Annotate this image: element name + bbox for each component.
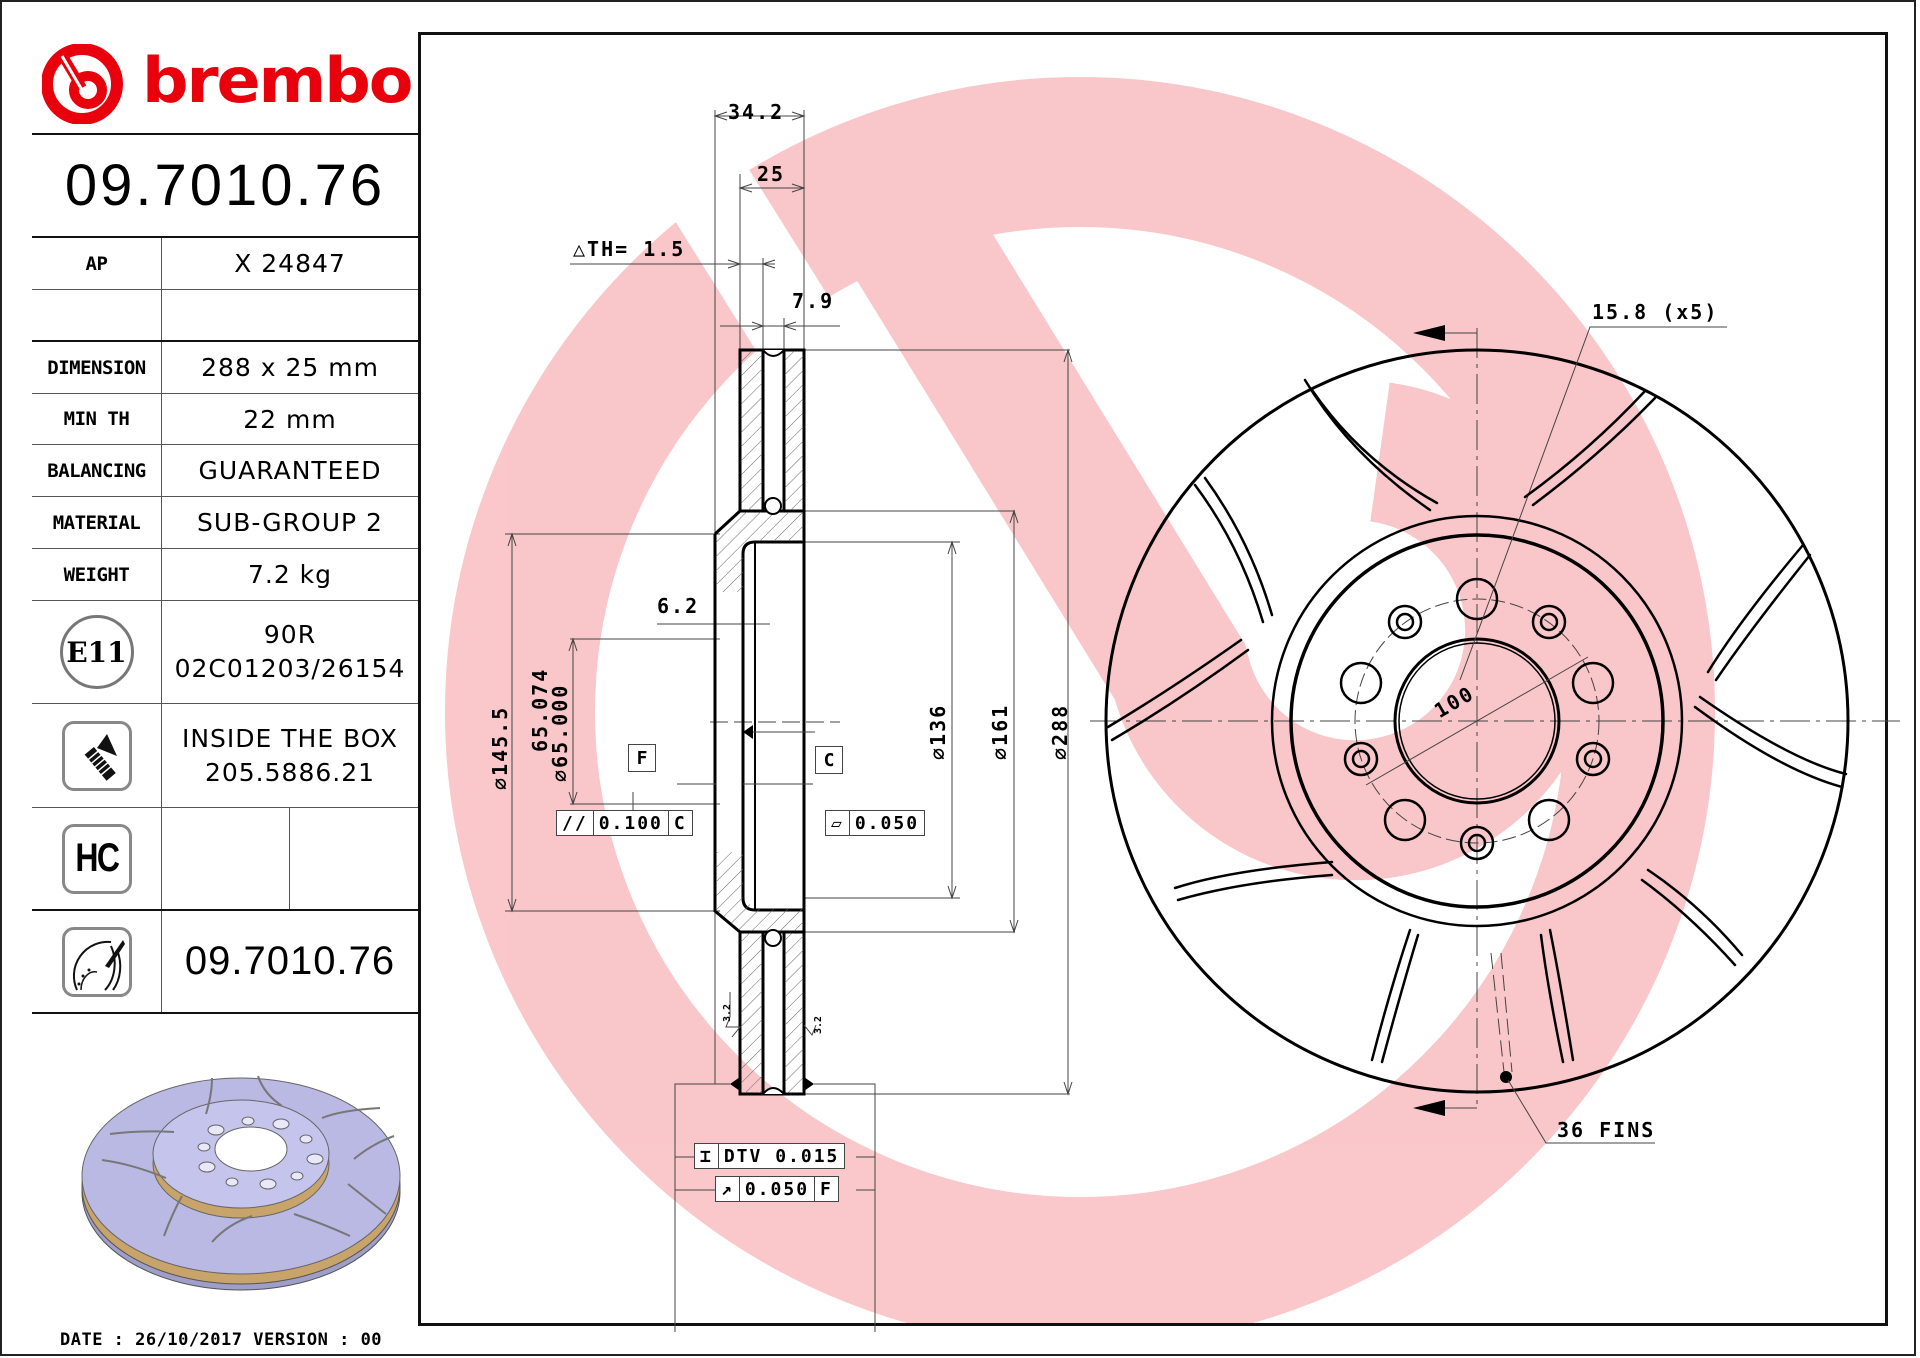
hc-value-b bbox=[290, 808, 418, 909]
disc-marking-row: 09.7010.76 bbox=[32, 911, 418, 1014]
part-number-row: 09.7010.76 bbox=[32, 135, 418, 238]
parallelism-callout: // 0.100 C bbox=[556, 810, 693, 836]
dtv-icon: ⌶ bbox=[695, 1144, 719, 1168]
dim-thickness: 25 bbox=[757, 162, 786, 186]
dim-dia-65-lower: ⌀65.000 bbox=[548, 683, 572, 782]
spec-label: MIN TH bbox=[32, 394, 162, 444]
dim-dia-145: ⌀145.5 bbox=[488, 705, 512, 790]
section-view-drawing bbox=[505, 110, 1073, 1332]
spec-label: DIMENSION bbox=[32, 342, 162, 393]
spec-value: 288 x 25 mm bbox=[201, 353, 379, 382]
disc-marking-number: 09.7010.76 bbox=[184, 939, 396, 983]
spec-row-dimension: DIMENSION 288 x 25 mm bbox=[32, 342, 418, 394]
logo-row: brembo ® bbox=[32, 32, 418, 135]
screws-note: INSIDE THE BOX bbox=[181, 723, 399, 753]
brand-wordmark: brembo bbox=[142, 44, 414, 117]
parallelism-icon: // bbox=[557, 811, 594, 835]
parallelism-value: 0.100 bbox=[594, 811, 669, 835]
spec-label: BALANCING bbox=[32, 445, 162, 496]
roughness-left: 3.2 bbox=[722, 1003, 733, 1022]
screw-icon bbox=[61, 720, 132, 791]
spec-value: SUB-GROUP 2 bbox=[197, 508, 383, 537]
screws-part-number: 205.5886.21 bbox=[204, 757, 376, 787]
spec-label: AP bbox=[32, 238, 162, 289]
screws-row: INSIDE THE BOX 205.5886.21 bbox=[32, 704, 418, 808]
runout-datum: F bbox=[820, 1178, 833, 1200]
spec-label bbox=[32, 290, 162, 340]
e11-circle-icon: E11 bbox=[59, 615, 134, 689]
part-number: 09.7010.76 bbox=[64, 153, 386, 218]
spec-value: 7.2 kg bbox=[247, 560, 333, 589]
homologation-code: 90R bbox=[263, 620, 317, 649]
spec-row-balancing: BALANCING GUARANTEED bbox=[32, 445, 418, 497]
flatness-callout: ▱ 0.050 bbox=[825, 810, 926, 836]
datum-f: F bbox=[628, 744, 656, 772]
spec-row-blank bbox=[32, 290, 418, 342]
homologation-number: 02C01203/26154 bbox=[174, 654, 406, 683]
spec-value: X 24847 bbox=[234, 249, 346, 278]
dim-dia-288: ⌀288 bbox=[1048, 703, 1072, 760]
dim-hat-thickness: 6.2 bbox=[657, 594, 700, 618]
spec-value: 22 mm bbox=[243, 404, 337, 434]
runout-icon: ↗ bbox=[716, 1177, 740, 1201]
spec-row-ap: AP X 24847 bbox=[32, 238, 418, 290]
spec-row-material: MATERIAL SUB-GROUP 2 bbox=[32, 497, 418, 549]
runout-callout: ↗ 0.050 F bbox=[715, 1176, 839, 1202]
disc-3d-render bbox=[81, 1075, 401, 1291]
homologation-row: E11 90R 02C01203/26154 bbox=[32, 601, 418, 704]
registered-mark: ® bbox=[394, 90, 407, 105]
fins-count-label: 36 FINS bbox=[1557, 1118, 1656, 1142]
spec-value bbox=[162, 290, 418, 340]
disc-marking-icon bbox=[61, 926, 132, 997]
roughness-right: 3.2 bbox=[813, 1015, 824, 1034]
flatness-value: 0.050 bbox=[854, 812, 920, 834]
dtv-value: DTV 0.015 bbox=[723, 1145, 840, 1167]
hc-row: HC bbox=[32, 808, 418, 911]
datum-c: C bbox=[815, 746, 843, 774]
hole-dimension-label: 15.8 (x5) bbox=[1592, 300, 1719, 324]
hc-icon: HC bbox=[61, 823, 132, 894]
dim-vane-width: 7.9 bbox=[792, 289, 835, 313]
dim-dia-161: ⌀161 bbox=[988, 703, 1012, 760]
dim-delta-th: △TH= 1.5 bbox=[573, 237, 686, 261]
brembo-logo-icon bbox=[42, 44, 123, 124]
runout-value: 0.050 bbox=[740, 1177, 816, 1201]
spec-row-min-th: MIN TH 22 mm bbox=[32, 394, 418, 445]
title-block: brembo ® 09.7010.76 AP X 24847 DIMENSION… bbox=[32, 32, 421, 1326]
iso-view-panel bbox=[32, 1014, 418, 1323]
footer-date-version: DATE : 26/10/2017 VERSION : 00 bbox=[60, 1330, 383, 1350]
spec-value: GUARANTEED bbox=[198, 456, 382, 485]
parallelism-datum: C bbox=[673, 812, 687, 834]
spec-row-weight: WEIGHT 7.2 kg bbox=[32, 549, 418, 601]
spec-label: WEIGHT bbox=[32, 549, 162, 600]
dim-dia-136: ⌀136 bbox=[926, 703, 950, 760]
spec-label: MATERIAL bbox=[32, 497, 162, 548]
dim-total-width: 34.2 bbox=[728, 100, 785, 124]
flatness-icon: ▱ bbox=[826, 811, 850, 835]
hc-value-a bbox=[162, 808, 290, 909]
dtv-callout: ⌶ DTV 0.015 bbox=[694, 1143, 846, 1169]
